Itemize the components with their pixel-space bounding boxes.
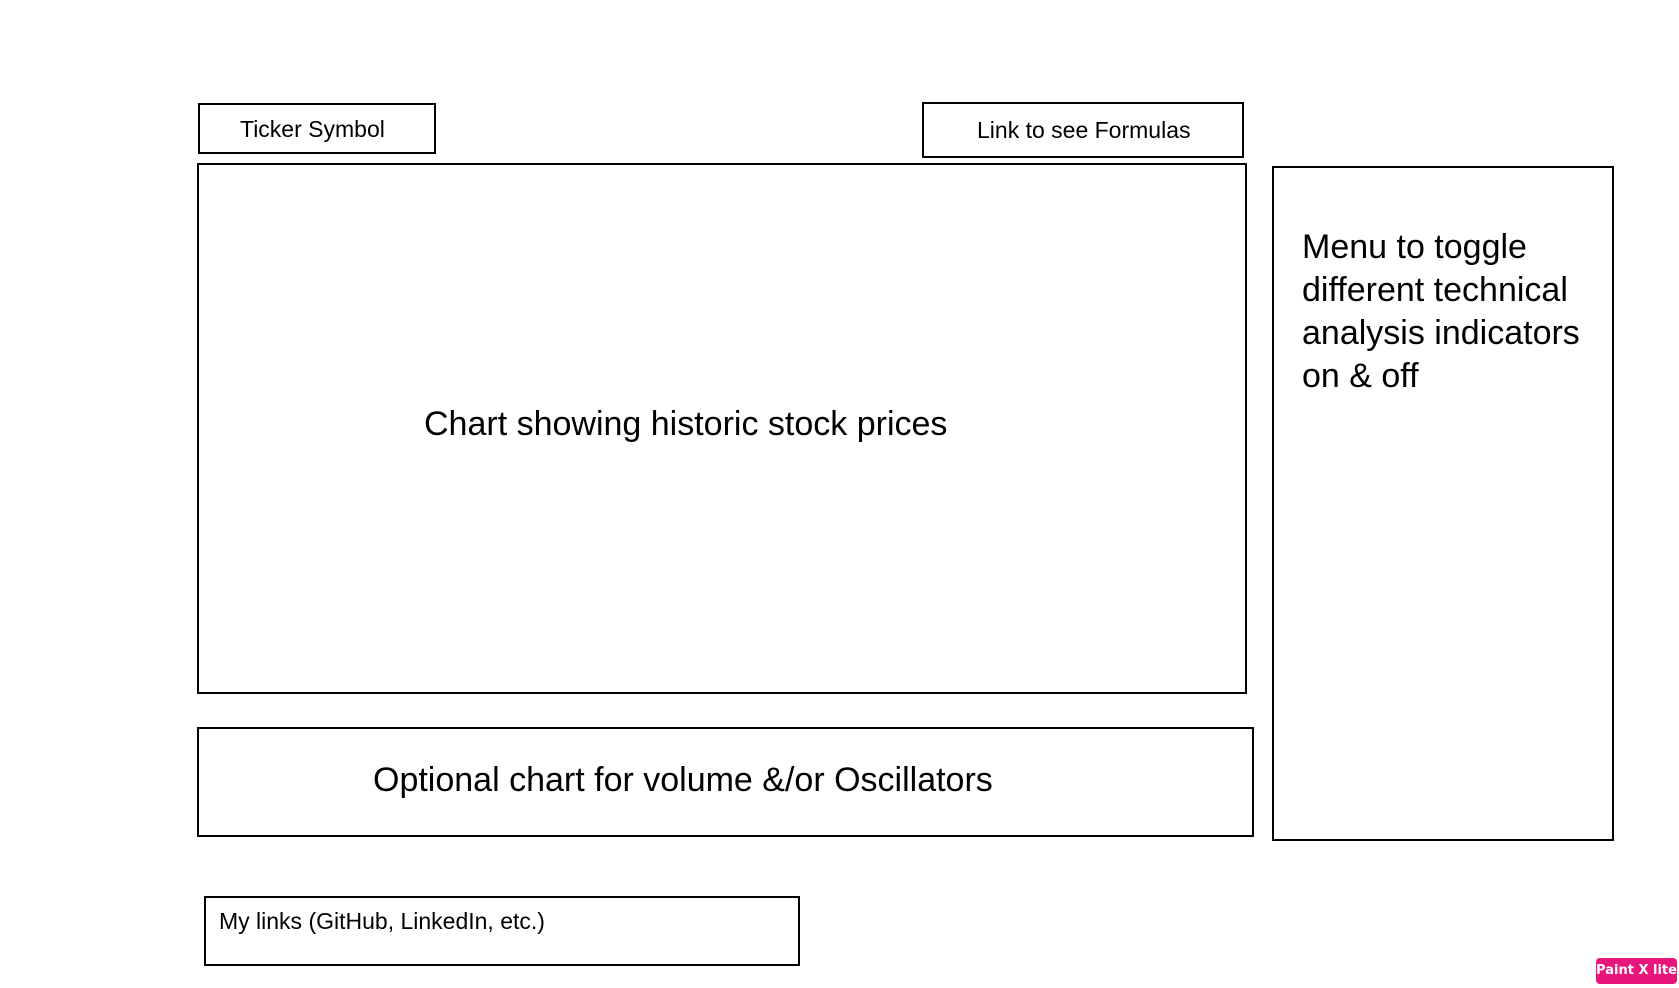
- my-links-box[interactable]: My links (GitHub, LinkedIn, etc.): [204, 896, 800, 966]
- formulas-link-box[interactable]: Link to see Formulas: [922, 102, 1244, 158]
- ticker-symbol-box[interactable]: Ticker Symbol: [198, 103, 436, 154]
- indicator-menu-label: Menu to toggle different technical analy…: [1302, 228, 1580, 395]
- paint-x-lite-watermark: Paint X lite: [1596, 958, 1677, 984]
- oscillator-chart-box: Optional chart for volume &/or Oscillato…: [197, 727, 1254, 837]
- formulas-link-label: Link to see Formulas: [977, 117, 1191, 143]
- indicator-menu-box[interactable]: Menu to toggle different technical analy…: [1272, 166, 1614, 841]
- oscillator-chart-label: Optional chart for volume &/or Oscillato…: [373, 761, 993, 799]
- my-links-label: My links (GitHub, LinkedIn, etc.): [219, 908, 545, 934]
- ticker-symbol-label: Ticker Symbol: [240, 116, 385, 142]
- main-chart-label: Chart showing historic stock prices: [424, 405, 948, 443]
- main-chart-box: Chart showing historic stock prices: [197, 163, 1247, 694]
